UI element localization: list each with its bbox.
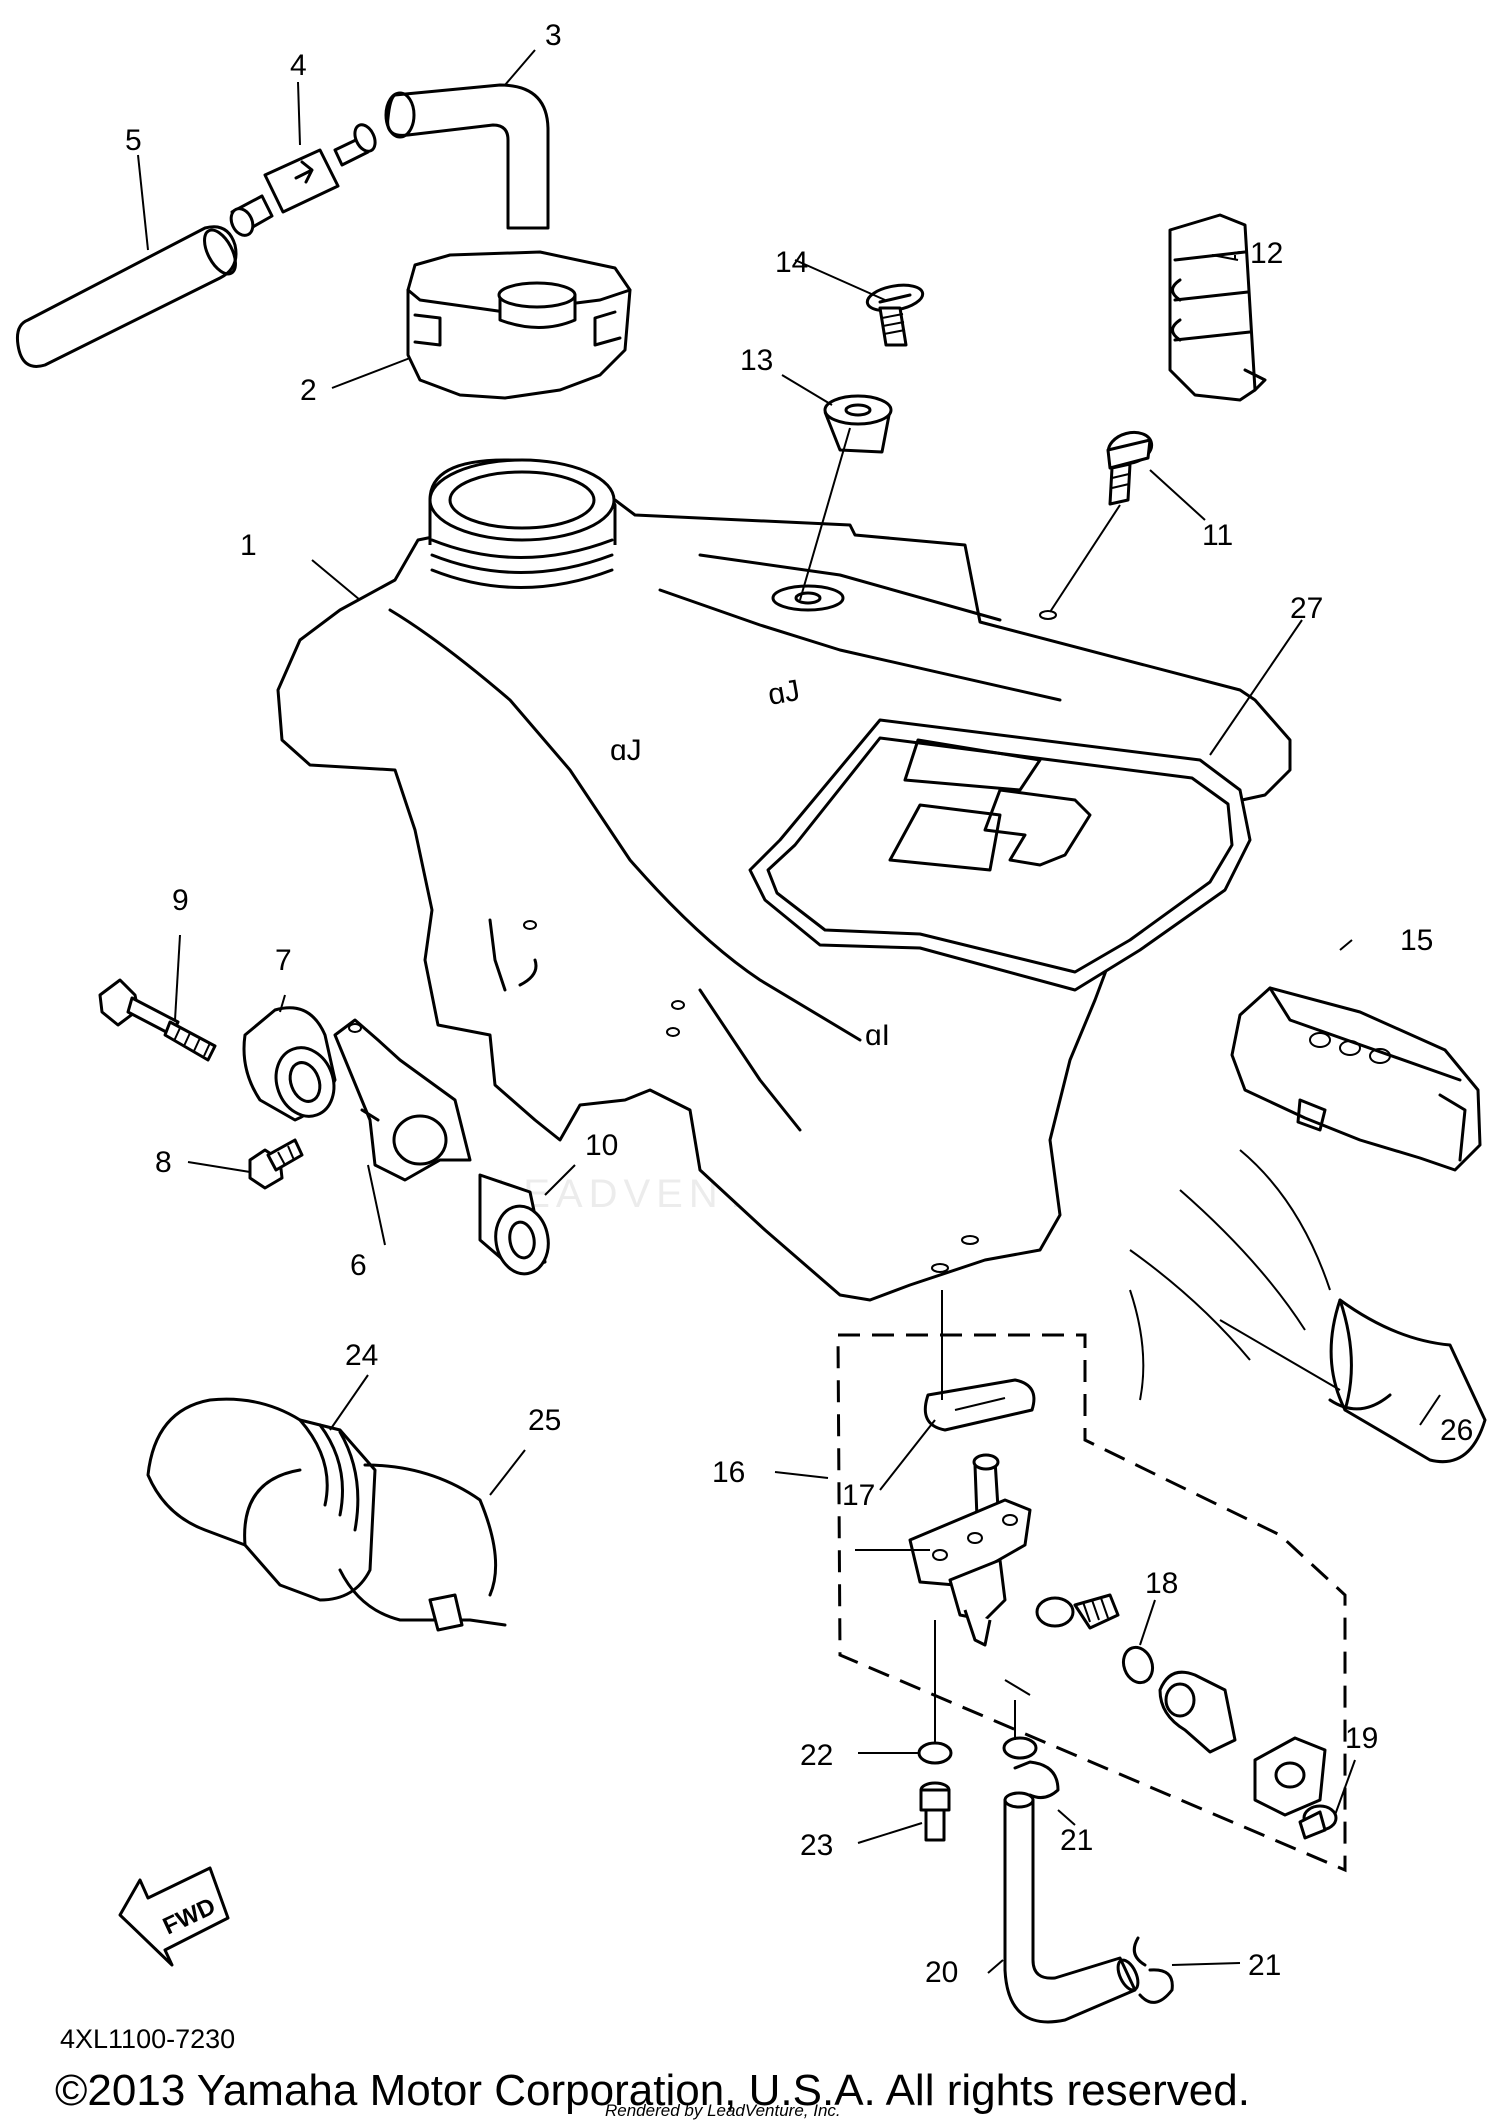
callout-21a: 21 [1060, 1824, 1093, 1857]
diagram-code: 4XL1100-7230 [60, 2024, 235, 2054]
part-washer-2 [1002, 1736, 1038, 1760]
part-17-gasket [923, 1378, 1036, 1432]
callout-13: 13 [740, 344, 773, 377]
part-15-mount [1230, 986, 1482, 1172]
fwd-arrow: FWD [118, 1866, 230, 1967]
part-20-fuel-hose [1003, 1791, 1140, 2024]
callout-17: 17 [842, 1479, 875, 1512]
part-4-filter [229, 123, 377, 237]
callout-10: 10 [585, 1129, 618, 1162]
callout-5: 5 [125, 124, 142, 157]
part-11-bolt [1106, 430, 1154, 506]
fuel-cock-assy-outline [836, 1333, 1347, 1873]
callout-19: 19 [1345, 1722, 1378, 1755]
callout-6: 6 [350, 1249, 367, 1282]
copyright-notice: ©2013 Yamaha Motor Corporation, U.S.A. A… [55, 2066, 1250, 2115]
callout-14: 14 [775, 246, 808, 279]
callout-16: 16 [712, 1456, 745, 1489]
callout-8: 8 [155, 1146, 172, 1179]
callout-27: 27 [1290, 592, 1323, 625]
part-6-bracket [333, 1018, 472, 1182]
part-10-collar [478, 1173, 550, 1276]
callout-20: 20 [925, 1956, 958, 1989]
callout-9: 9 [172, 884, 189, 917]
part-1-fuel-tank: ɑJ ɑJ ɑI [276, 458, 1292, 1302]
callout-2: 2 [300, 374, 317, 407]
callout-11: 11 [1202, 519, 1233, 552]
callout-24: 24 [345, 1339, 378, 1372]
part-24-protector [146, 1397, 377, 1602]
part-5-hose [16, 225, 238, 368]
callout-1: 1 [240, 529, 257, 562]
rendered-by-notice: Rendered by LeadVenture, Inc. [605, 2101, 841, 2120]
svg-text:ɑJ: ɑJ [610, 734, 642, 767]
callout-15: 15 [1400, 924, 1433, 957]
part-21-clip-b [1132, 1936, 1174, 2004]
callout-labels: 1 2 3 4 5 6 7 8 9 10 11 12 13 14 15 16 1… [125, 19, 1473, 1989]
part-13-damper [823, 394, 893, 454]
callout-18: 18 [1145, 1567, 1178, 1600]
part-26-band [1129, 1149, 1487, 1464]
part-9-bolt [98, 978, 217, 1062]
part-18-o-ring [1121, 1645, 1155, 1685]
part-fuel-cock-lever [1158, 1670, 1237, 1754]
callout-4: 4 [290, 49, 307, 82]
part-3-breather-hose [384, 83, 550, 230]
part-22-washer [917, 1741, 953, 1765]
callout-22: 22 [800, 1739, 833, 1772]
part-16-fuel-cock [908, 1453, 1120, 1647]
svg-text:ɑI: ɑI [865, 1019, 890, 1052]
callout-21b: 21 [1248, 1949, 1281, 1982]
part-12-clip [1168, 213, 1267, 402]
svg-text:ɑJ: ɑJ [765, 674, 802, 712]
leader-lines [137, 49, 1441, 1974]
part-21-clip-a [1013, 1760, 1060, 1800]
callout-26: 26 [1440, 1414, 1473, 1447]
part-2-fuel-cap [406, 250, 632, 400]
part-19-screw-plate [1253, 1736, 1338, 1840]
part-8-bolt [248, 1138, 304, 1190]
part-23-screw [919, 1781, 951, 1842]
callout-23: 23 [800, 1829, 833, 1862]
callout-3: 3 [545, 19, 562, 52]
callout-25: 25 [528, 1404, 561, 1437]
part-14-screw [865, 283, 925, 347]
callout-12: 12 [1250, 237, 1283, 270]
part-7-collar [242, 1006, 337, 1122]
part-25-band [338, 1463, 507, 1632]
callout-7: 7 [275, 944, 292, 977]
